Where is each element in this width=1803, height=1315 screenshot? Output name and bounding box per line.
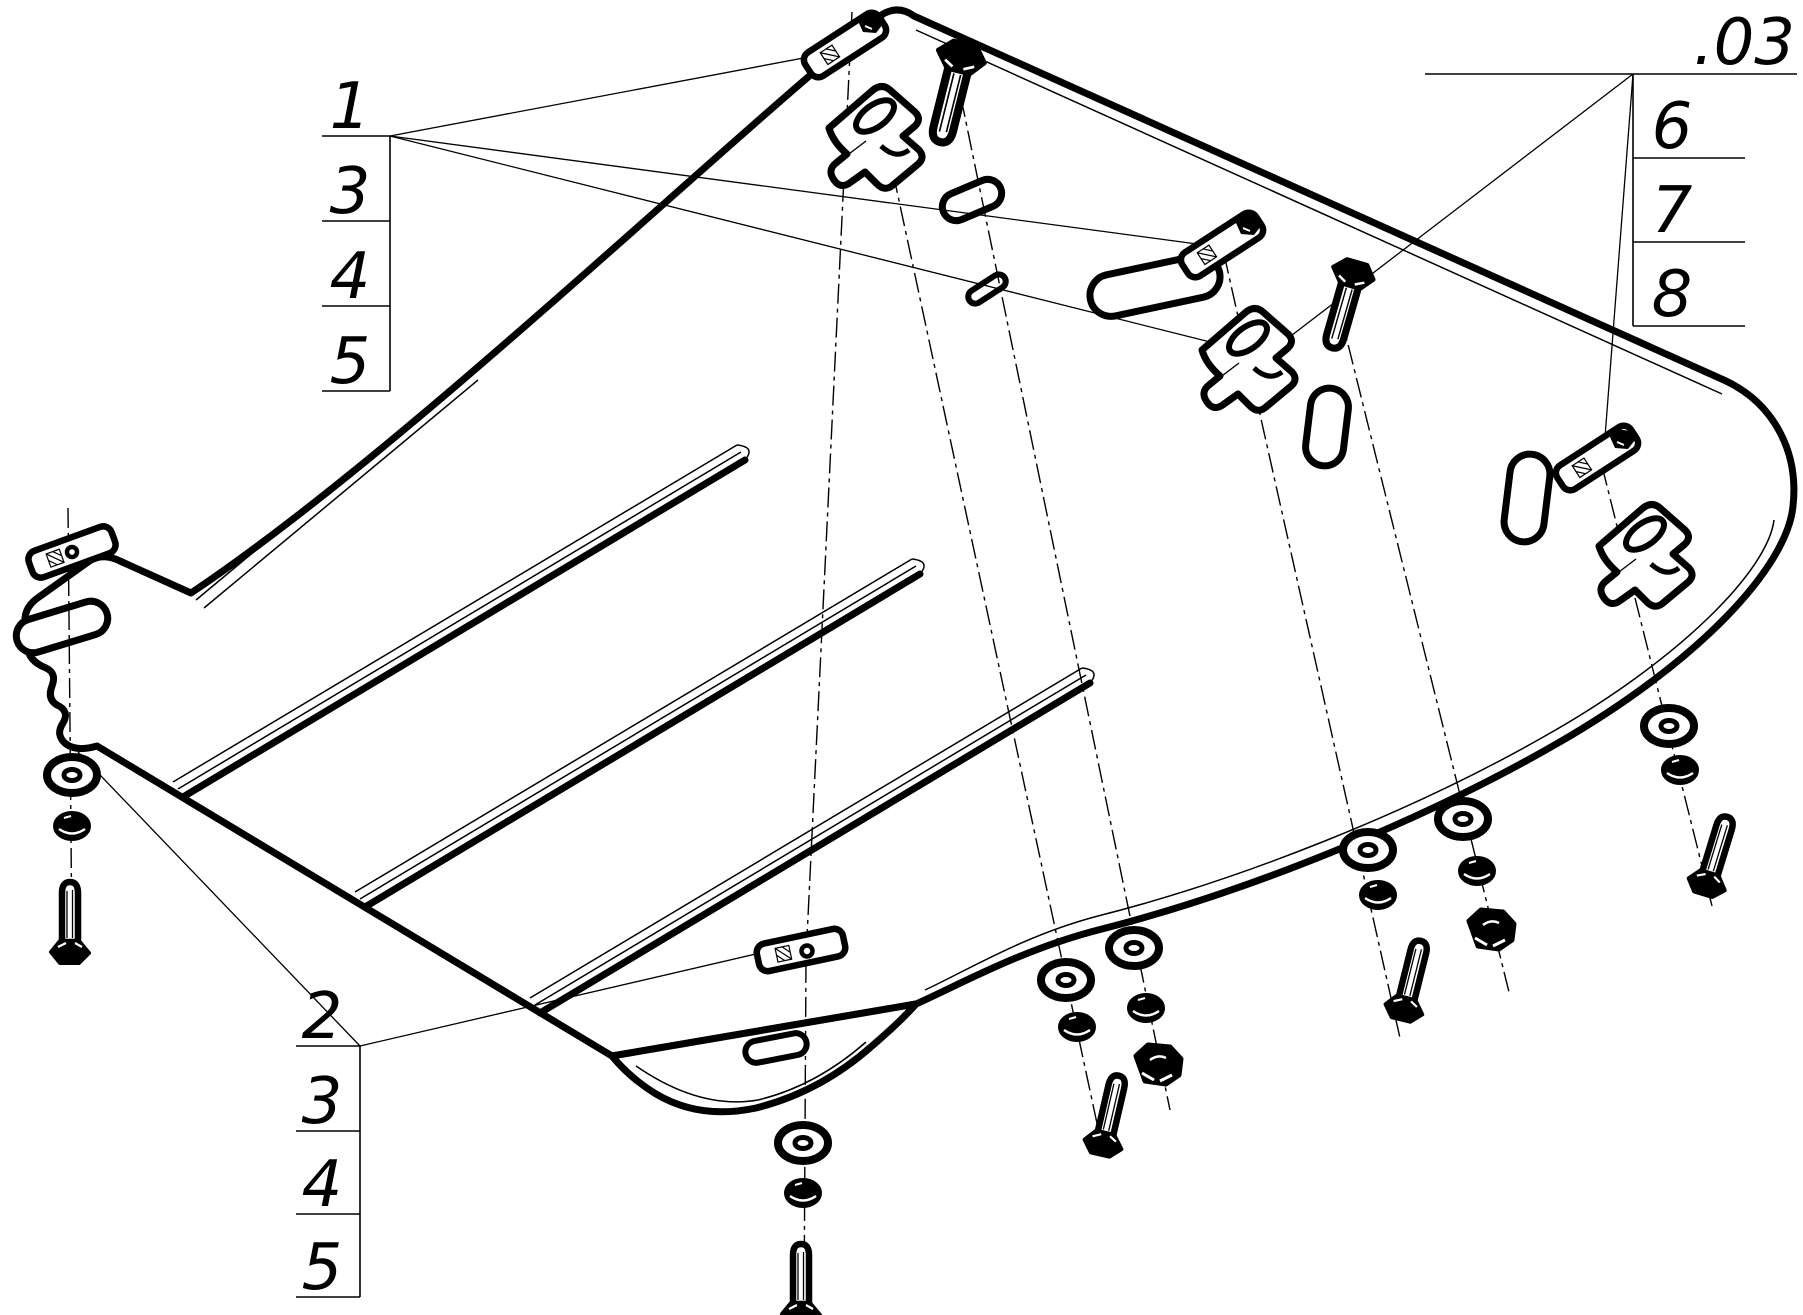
callout-number: 5 xyxy=(302,1231,343,1305)
mount-assembly-3 xyxy=(1500,422,1692,606)
hardware-bottom-column xyxy=(778,1125,828,1315)
hardware-column-d xyxy=(1438,801,1514,949)
hex-bolt xyxy=(51,882,89,963)
leader-line xyxy=(1603,73,1634,451)
label-grid xyxy=(322,135,391,392)
callout-number: 3 xyxy=(302,1065,343,1139)
flange-nut xyxy=(1136,1045,1181,1084)
small-slot xyxy=(965,271,1009,307)
stiffening-rib xyxy=(179,456,749,801)
label-block-top-right: .03 6 7 8 xyxy=(1425,6,1797,332)
hex-nut xyxy=(1362,883,1394,907)
centerline xyxy=(1223,253,1401,1039)
hex-bolt xyxy=(1383,936,1439,1024)
rib-end-cap xyxy=(1081,667,1095,684)
stiffening-ribs xyxy=(172,444,1095,1017)
callout-number: 3 xyxy=(330,155,371,229)
edge-fold-line xyxy=(915,29,1723,395)
hex-bolt xyxy=(1082,1071,1137,1158)
oval-slot xyxy=(938,175,1006,225)
rib-end-cap xyxy=(911,558,925,575)
hardware-left-column xyxy=(47,757,97,963)
leader-line xyxy=(389,135,1251,353)
edge-fold-line xyxy=(924,519,1775,991)
stiffening-rib xyxy=(361,570,924,911)
hex-nut xyxy=(1130,996,1162,1020)
leader-line xyxy=(77,751,361,1047)
callout-number: 4 xyxy=(330,240,371,314)
spacer-sleeve xyxy=(1302,384,1352,470)
flat-washer xyxy=(1109,930,1159,966)
hex-bolt xyxy=(782,1244,820,1315)
flat-washer xyxy=(1041,962,1091,998)
callout-number: 2 xyxy=(302,980,343,1054)
bottom-flange-fold xyxy=(635,1041,867,1103)
rib-end-cap xyxy=(736,444,750,461)
hardware-column-b xyxy=(1109,930,1181,1084)
rib-edge-line xyxy=(172,444,742,790)
callout-number: 4 xyxy=(302,1148,343,1222)
callout-number: 1 xyxy=(330,70,371,144)
label-block-bottom-left: 2 3 4 5 xyxy=(296,980,361,1305)
leader-lines xyxy=(77,49,1634,1047)
drawing-code: .03 xyxy=(1693,6,1795,80)
centerline xyxy=(67,507,73,947)
callout-number: 5 xyxy=(330,325,371,399)
hex-nut xyxy=(56,814,88,838)
hex-bolt xyxy=(1685,811,1745,900)
flange-nut xyxy=(1469,910,1514,949)
label-grid xyxy=(1425,73,1797,327)
hex-nut xyxy=(1664,758,1696,782)
flat-washer xyxy=(778,1125,828,1161)
callout-number: 6 xyxy=(1652,90,1693,164)
bottom-flange-tab xyxy=(608,1000,920,1116)
leader-line xyxy=(389,135,1213,247)
hex-nut xyxy=(787,1181,819,1205)
flat-washer xyxy=(1343,832,1393,868)
hardware-column-a xyxy=(1041,962,1137,1159)
wing-fold-line xyxy=(195,371,479,609)
leader-line xyxy=(359,945,791,1047)
oval-slot xyxy=(12,597,112,657)
rib-edge-line xyxy=(529,667,1087,1006)
flat-washer xyxy=(47,757,97,793)
flat-washer xyxy=(1644,708,1694,744)
wing-clamp-assembly xyxy=(26,524,118,580)
hex-nut xyxy=(1061,1015,1093,1039)
callout-number: 7 xyxy=(1652,174,1693,248)
oval-slot xyxy=(742,1030,810,1066)
hardware-right-column xyxy=(1644,708,1745,900)
label-grid xyxy=(296,1045,361,1298)
clamp-hole xyxy=(799,943,815,959)
clamp-hole xyxy=(64,544,80,560)
spacer-sleeve xyxy=(1500,450,1554,546)
hardware-column-c xyxy=(1343,832,1439,1024)
callout-number: 8 xyxy=(1652,258,1693,332)
flat-washer xyxy=(1438,801,1488,837)
leader-line xyxy=(389,49,847,137)
stiffening-rib xyxy=(536,679,1094,1017)
bottom-clamp-assembly xyxy=(755,927,847,973)
label-block-top-left: 1 3 4 5 xyxy=(322,70,391,399)
hex-nut xyxy=(1461,859,1493,883)
mount-assembly-2 xyxy=(1177,209,1376,470)
leader-line xyxy=(1248,73,1634,369)
rib-edge-line xyxy=(354,558,917,900)
